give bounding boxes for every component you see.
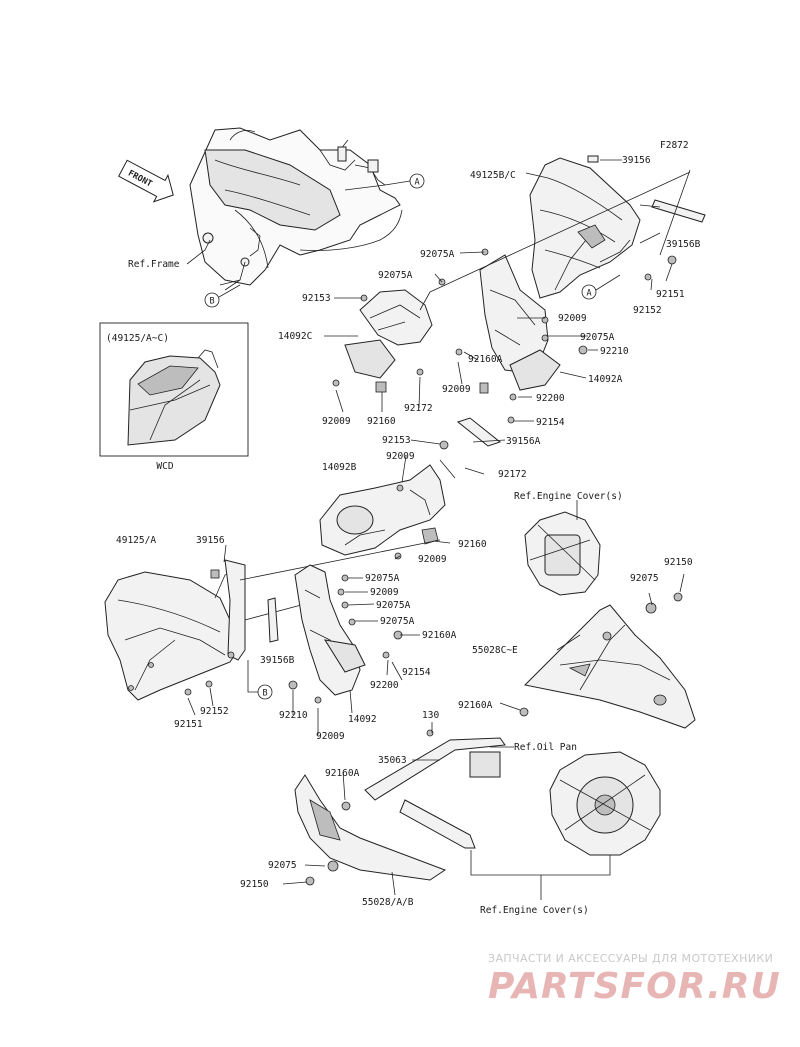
bracket-35063 — [364, 707, 529, 849]
inset-title: (49125/A~C) — [106, 333, 169, 344]
label-92200-mid: 92200 — [370, 680, 399, 691]
label-92075a-4: 92075A — [365, 573, 400, 584]
bracket-14092a — [479, 254, 561, 391]
label-ref-engine-cover-bottom: Ref.Engine Cover(s) — [480, 905, 589, 916]
label-92154-mid: 92154 — [402, 667, 431, 678]
label-92009-4: 92009 — [386, 451, 415, 462]
label-92009-1: 92009 — [558, 313, 587, 324]
watermark: ЗАПЧАСТИ И АКСЕССУАРЫ ДЛЯ МОТОТЕХНИКИ PA… — [488, 952, 781, 1007]
label-92172-2: 92172 — [498, 469, 527, 480]
label-39156-mid: 39156 — [196, 535, 225, 546]
label-39156a: 39156A — [506, 436, 541, 447]
label-14092c: 14092C — [278, 331, 312, 342]
label-35063: 35063 — [378, 755, 407, 766]
label-92160a-2: 92160A — [422, 630, 457, 641]
label-92210-mid: 92210 — [279, 710, 308, 721]
label-92075-right: 92075 — [630, 573, 659, 584]
label-92160-1: 92160 — [367, 416, 396, 427]
inset-caption: WCD — [156, 461, 173, 472]
engine-cover-bottom — [549, 751, 661, 856]
label-92009-6: 92009 — [370, 587, 399, 598]
label-92151-top: 92151 — [656, 289, 685, 300]
callout-b-top: B — [204, 279, 241, 308]
front-arrow: FRONT — [118, 159, 174, 203]
bracket-14092 — [294, 564, 366, 696]
callout-b-mid-letter: B — [262, 689, 267, 699]
engine-cover-top — [524, 511, 601, 596]
lower-cowl-55028ab — [294, 774, 447, 886]
label-92152-mid: 92152 — [200, 706, 229, 717]
cowl-49125a — [104, 567, 241, 701]
label-92160-2: 92160 — [458, 539, 487, 550]
watermark-brand: PARTSFOR.RU — [488, 966, 781, 1007]
label-92151-mid: 92151 — [174, 719, 203, 730]
label-92075a-6: 92075A — [380, 616, 415, 627]
label-92210-top: 92210 — [600, 346, 629, 357]
label-92153-2: 92153 — [382, 435, 411, 446]
label-92160a-4: 92160A — [325, 768, 360, 779]
label-130: 130 — [422, 710, 439, 721]
label-92009-5: 92009 — [418, 554, 447, 565]
label-14092a: 14092A — [588, 374, 623, 385]
callout-a-top: A — [344, 173, 425, 191]
callout-a-top-letter: A — [414, 178, 419, 188]
label-39156b-top: 39156B — [666, 239, 701, 250]
label-92009-3: 92009 — [322, 416, 351, 427]
label-49125a: 49125/A — [116, 535, 156, 546]
label-92152-top: 92152 — [633, 305, 662, 316]
label-92075a-3: 92075A — [580, 332, 615, 343]
ref-frame-label: Ref.Frame — [128, 259, 180, 270]
bracket-39156 — [210, 559, 246, 661]
label-92075a-2: 92075A — [378, 270, 413, 281]
label-92150-bottom: 92150 — [240, 879, 269, 890]
label-92154-top: 92154 — [536, 417, 565, 428]
cowl-49125bc — [529, 157, 641, 299]
label-55028ce: 55028C~E — [472, 645, 518, 656]
label-92172-1: 92172 — [404, 403, 433, 414]
label-92009-7: 92009 — [316, 731, 345, 742]
label-92160a-1: 92160A — [468, 354, 503, 365]
watermark-tagline: ЗАПЧАСТИ И АКСЕССУАРЫ ДЛЯ МОТОТЕХНИКИ — [488, 952, 773, 965]
label-39156-top: 39156 — [622, 155, 651, 166]
callout-a-right-letter: A — [586, 289, 591, 299]
label-92009-2: 92009 — [442, 384, 471, 395]
label-14092b: 14092B — [322, 462, 357, 473]
inset-box: (49125/A~C) WCD — [99, 322, 249, 472]
bracket-14092b — [319, 440, 456, 560]
label-14092: 14092 — [348, 714, 377, 725]
label-92075a-5: 92075A — [376, 600, 411, 611]
label-55028ab: 55028/A/B — [362, 897, 414, 908]
frame-drawing — [189, 127, 403, 291]
lower-cowl-55028ce — [523, 604, 696, 729]
callout-b-mid: B — [247, 660, 273, 700]
label-ref-oil-pan: Ref.Oil Pan — [514, 742, 577, 753]
label-ref-engine-cover-top: Ref.Engine Cover(s) — [514, 491, 623, 502]
label-49125bc: 49125B/C — [470, 170, 516, 181]
diagram-code: F2872 — [660, 140, 689, 151]
label-92075a-1: 92075A — [420, 249, 455, 260]
fasteners-top — [332, 248, 677, 424]
label-92150-right: 92150 — [664, 557, 693, 568]
label-92160a-3: 92160A — [458, 700, 493, 711]
label-39156b-mid: 39156B — [260, 655, 295, 666]
leader-lines — [187, 159, 685, 900]
callout-b-top-letter: B — [209, 297, 214, 307]
label-92200-top: 92200 — [536, 393, 565, 404]
label-92153-1: 92153 — [302, 293, 331, 304]
label-92075-bottom: 92075 — [268, 860, 297, 871]
callout-a-right: A — [581, 274, 621, 300]
bracket-14092c — [344, 289, 433, 379]
